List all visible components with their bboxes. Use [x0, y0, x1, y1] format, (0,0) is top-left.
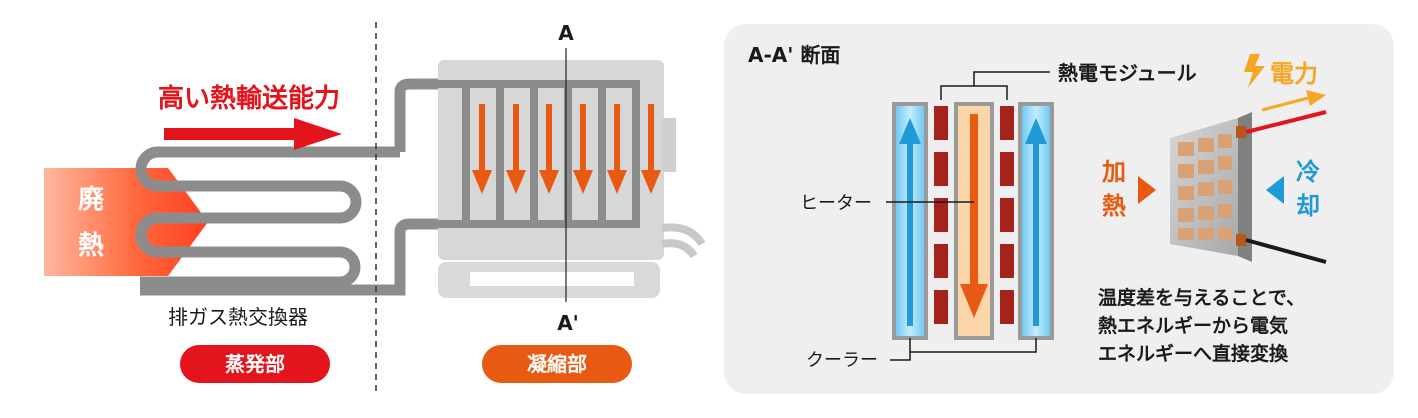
wire-red [1245, 110, 1327, 134]
evaporator-badge: 蒸発部 [225, 352, 285, 376]
cooling-char-1: 冷 [1296, 158, 1320, 186]
condenser-badge-bg [482, 345, 632, 383]
condenser-pipe-grid [438, 80, 640, 228]
terminal-top [1236, 126, 1246, 138]
heating-char-2: 熱 [1102, 192, 1126, 220]
heat-flow-label: 高い熱輸送能力 [158, 83, 340, 114]
heating-arrow [1138, 176, 1156, 204]
cross-section-panel: A-A' 断面 熱電モジュール ヒーター [724, 24, 1394, 394]
module-cells [1178, 134, 1232, 240]
condenser-section: A A' 凝縮部 [438, 21, 706, 383]
wire-black [1245, 238, 1327, 264]
cooler-label: クーラー [806, 350, 878, 371]
condenser-flow-arrows [472, 104, 661, 194]
waste-heat-char-1: 廃 [78, 184, 105, 215]
pipe-to-condenser-bottom [140, 218, 640, 296]
power-label: 電力 [1270, 60, 1318, 88]
evaporator-section: 高い熱輸送能力 廃 熱 排ガス熱交換器 蒸発部 [44, 78, 640, 383]
cooling-char-2: 却 [1296, 192, 1320, 220]
heat-pipe-coil [135, 146, 400, 288]
thermoelectric-bricks [934, 106, 1014, 324]
terminal-bottom [1236, 234, 1246, 246]
cooler-bracket [890, 338, 1037, 361]
condenser-stand-gap [470, 272, 634, 286]
heating-char-1: 加 [1102, 158, 1126, 186]
section-label-top: A [558, 21, 574, 45]
module-label: 熱電モジュール [1058, 61, 1197, 85]
exchanger-label: 排ガス熱交換器 [168, 305, 308, 329]
section-label-bottom: A' [557, 311, 579, 335]
heat-flow-arrow-shaft [164, 128, 296, 140]
waste-heat-char-2: 熱 [78, 231, 104, 261]
heater-arrow-head [960, 284, 988, 318]
evaporator-badge-bg [180, 345, 330, 383]
cooling-arrow [1266, 176, 1284, 204]
condenser-cable-2 [661, 239, 698, 259]
pipe-to-condenser-top [394, 78, 640, 152]
power-arrow-head [1306, 90, 1326, 106]
condenser-side-box [662, 118, 676, 172]
module-plate-edge [1238, 112, 1252, 262]
description-line-3: エネルギーへ直接変換 [1098, 342, 1289, 365]
panel-bg [724, 24, 1394, 394]
cooler-flow-arrows [899, 118, 1047, 326]
module-bracket [940, 71, 1050, 100]
condenser-badge: 凝縮部 [527, 352, 587, 376]
condenser-cable [661, 223, 706, 247]
description-line-2: 熱エネルギーから電気 [1098, 314, 1288, 337]
heater-label: ヒーター [800, 193, 872, 214]
lightning-icon [1244, 54, 1265, 88]
description-line-1: 温度差を与えることで、 [1098, 286, 1305, 309]
power-arrow-shaft [1261, 96, 1309, 112]
heat-flow-arrow-head [294, 118, 342, 150]
panel-title: A-A' 断面 [748, 43, 840, 67]
